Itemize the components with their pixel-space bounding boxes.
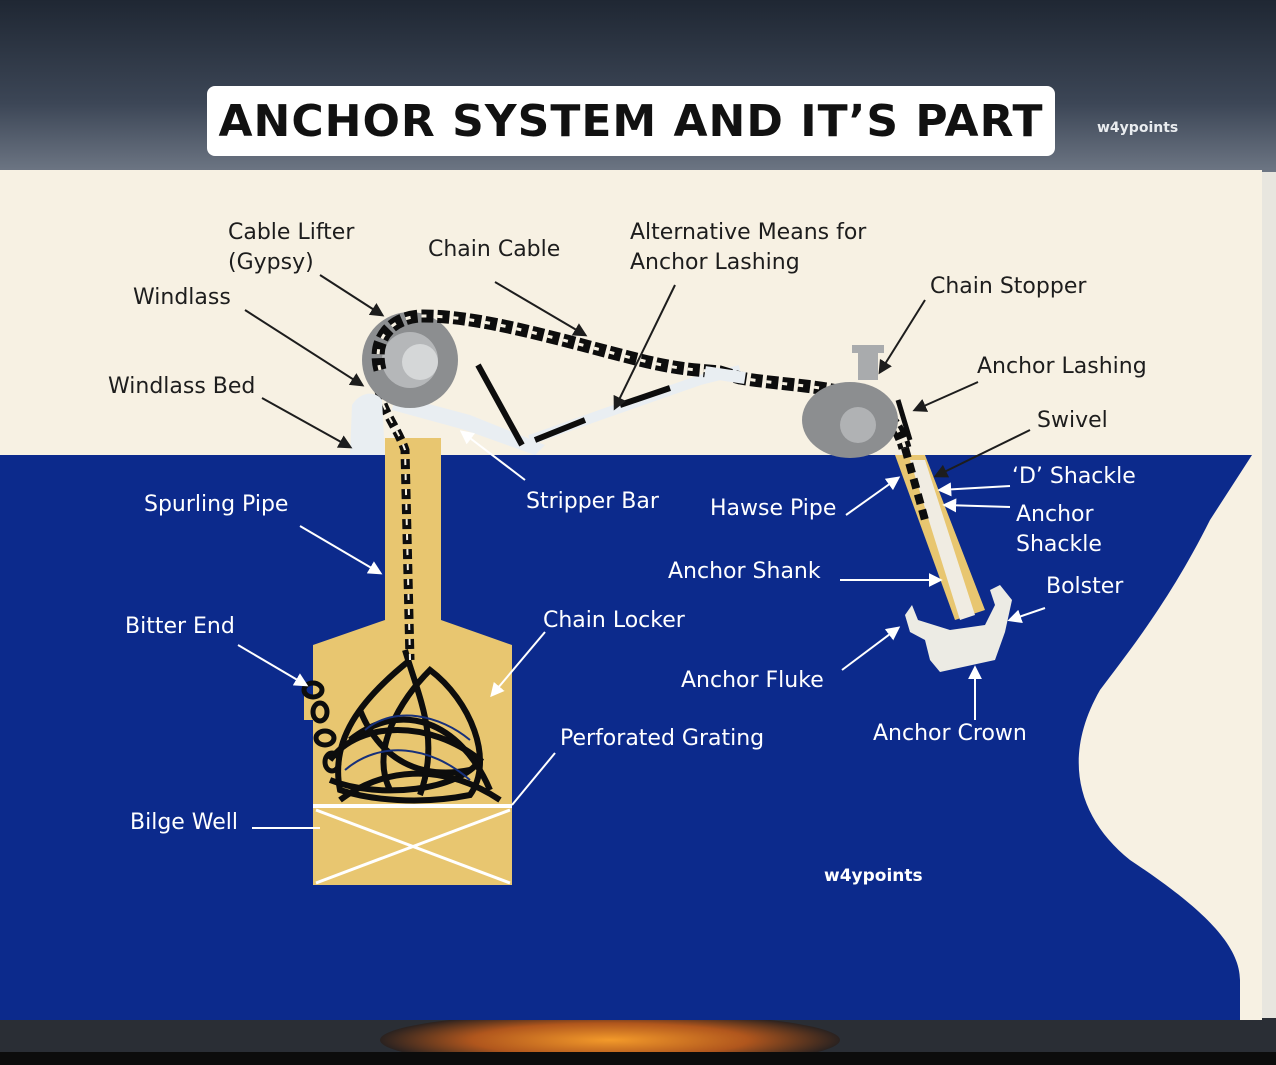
bottom-bar [0,1052,1276,1065]
bilge-cross-2 [315,808,511,885]
label-perforated-grating: Perforated Grating [560,726,765,751]
windlass-bed-shape [350,393,385,455]
chain-stopper-hub [840,407,876,443]
label-bilge-well: Bilge Well [130,810,239,835]
stripper-bar-shape [392,395,545,455]
diagram-title: ANCHOR SYSTEM AND IT’S PART [218,95,1044,147]
right-edge [1262,172,1276,1018]
stripper-bar-rod [475,363,525,447]
chain-stopper-cap [852,345,884,353]
label-d-shackle: ‘D’ Shackle [1012,464,1136,489]
title-banner: ANCHOR SYSTEM AND IT’S PART [207,86,1055,156]
label-anchor-shackle: Anchor Shackle [1016,502,1102,557]
bitter-end-chain [301,680,342,774]
chain-stopper-post [858,350,878,380]
label-cable-lifter: Cable Lifter (Gypsy) [228,220,355,275]
anchor-shank-shape [910,460,975,620]
label-bolster: Bolster [1046,574,1124,599]
label-alternative-means: Alternative Means for Anchor Lashing [630,220,867,275]
label-anchor-shank: Anchor Shank [668,559,821,584]
label-anchor-crown: Anchor Crown [873,721,1027,746]
chain-in-hawse [901,446,929,522]
label-anchor-fluke: Anchor Fluke [681,668,824,693]
pointer-lines-light [237,430,1046,829]
label-windlass: Windlass [133,285,231,310]
chain-slip-link [704,366,746,384]
label-bitter-end: Bitter End [125,614,235,639]
label-chain-locker: Chain Locker [543,608,685,633]
watermark-bottom: w4ypoints [824,866,923,886]
chain-link-highlight [376,359,411,661]
label-spurling-pipe: Spurling Pipe [144,492,289,517]
label-hawse-pipe: Hawse Pipe [710,496,837,521]
label-stripper-bar: Stripper Bar [526,489,659,514]
label-anchor-lashing: Anchor Lashing [977,354,1147,379]
watermark-top: w4ypoints [1097,120,1179,136]
label-swivel: Swivel [1037,408,1108,433]
bottom-glow [380,1012,840,1065]
label-chain-cable: Chain Cable [428,237,561,262]
windlass-hub-inner [402,344,438,380]
label-chain-stopper: Chain Stopper [930,274,1087,299]
chain-pile [327,649,502,804]
anchor-head-shape [905,585,1012,672]
chain-locker-shape [304,600,512,885]
pointer-lines-dark [244,274,1031,478]
chain-pile-links [344,714,471,781]
label-windlass-bed: Windlass Bed [108,374,256,399]
alternative-lashing-bars [533,385,671,443]
anchor-lashing-bar [895,399,913,441]
